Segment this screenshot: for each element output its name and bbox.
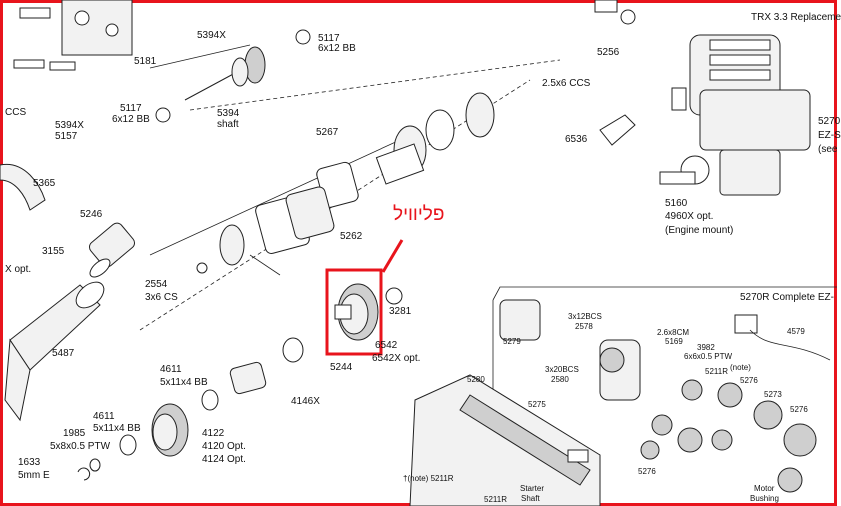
flywheel-highlight-box [325,268,383,356]
label-2554: 2554 [145,279,168,290]
label-5x11x4-a: 5x11x4 BB [160,377,208,388]
label-3x6-cs: 3x6 CS [145,292,178,303]
label-4579: 4579 [787,327,805,336]
label-5244: 5244 [330,362,353,373]
label-5169: 5169 [665,337,683,346]
label-5117-mid: 5117 [120,103,142,114]
label-5394x-top: 5394X [197,30,226,41]
label-shaft: shaft [217,119,239,130]
starter-cover-5280 [409,374,601,506]
label-5273: 5273 [764,390,782,399]
oring-4146x [282,337,304,363]
clutch-4611 [201,361,267,411]
label-5160: 5160 [665,198,688,209]
label-4124-opt: 4124 Opt. [202,454,246,465]
spacer-3281 [385,287,403,305]
header-5365 [0,163,46,211]
label-note-5211r: †(note) 5211R [403,474,454,483]
label-5280: 5280 [467,375,485,384]
label-4120-opt: 4120 Opt. [202,441,246,452]
label-5262: 5262 [340,231,363,242]
label-5365: 5365 [33,178,56,189]
engine-trx33 [659,34,811,196]
label-5157: 5157 [55,131,78,142]
leader-5181 [149,44,251,69]
label-6x6x0-5-ptw: 6x6x0.5 PTW [684,352,733,361]
label-6542x: 6542X opt. [372,353,421,364]
label-5394x-mid: 5394X [55,120,84,131]
label-2-6x8cm: 2.6x8CM [657,328,690,337]
label-6542: 6542 [375,340,398,351]
label-5117-mid-desc: 6x12 BB [112,114,150,125]
label-2580: 2580 [551,375,569,384]
clutch-parts [375,92,495,185]
label-5276-c: 5276 [638,467,656,476]
label-5211r-note: 5211R [705,367,728,376]
label-5267: 5267 [316,127,339,138]
label-5mm-e: 5mm E [18,470,50,481]
label-5117-top-desc: 6x12 BB [318,43,356,54]
label-trx: TRX 3.3 Replaceme [751,12,841,23]
annotation-pointer [381,239,404,273]
label-5181: 5181 [134,56,157,67]
label-5276-a: 5276 [740,376,758,385]
label-5487: 5487 [52,348,75,359]
ez-start-kit-box [492,286,837,506]
shaft-5394 [184,46,266,101]
label-5117-top: 5117 [318,33,340,44]
label-3x12bcs: 3x12BCS [568,312,602,321]
label-6536: 6536 [565,134,588,145]
label-ccs-left: CCS [5,107,27,118]
label-5276-b: 5276 [790,405,808,414]
label-4611-b: 4611 [93,411,115,422]
label-5270: 5270 [818,116,841,127]
exhaust-5487 [4,281,105,422]
label-3155: 3155 [42,246,65,257]
label-3982: 3982 [697,343,715,352]
label-2578: 2578 [575,322,593,331]
label-4146x: 4146X [291,396,320,407]
part-5256 [594,0,636,25]
label-engine-mount: (Engine mount) [665,225,734,236]
label-5394: 5394 [217,108,240,119]
flywheel-collet-2554 [196,224,281,276]
label-1985: 1985 [63,428,86,439]
upper-axis-line [189,59,561,111]
label-starter: Starter [520,484,545,493]
leader-5267 [149,139,401,256]
label-5256: 5256 [597,47,620,58]
label-5246: 5246 [80,209,103,220]
gear-4122 [77,403,189,481]
label-motor: Motor [754,484,775,493]
label-shaft-b: Shaft [521,494,540,503]
label-2-5x6-ccs: 2.5x6 CCS [542,78,591,89]
label-3281: 3281 [389,306,412,317]
coupler-5246 [88,222,136,278]
label-4122: 4122 [202,428,225,439]
bearing-5117-top [295,29,311,45]
bearing-5117-mid [155,107,171,123]
label-1633: 1633 [18,457,41,468]
label-4611-a: 4611 [160,364,182,375]
label-5275: 5275 [528,400,546,409]
part-6536 [599,114,636,146]
label-5x11x4-b: 5x11x4 BB [93,423,141,434]
label-3x20bcs: 3x20BCS [545,365,579,374]
label-5211r-b: 5211R [484,495,507,504]
label-x-opt: X opt. [5,264,32,275]
label-5279: 5279 [503,337,521,346]
hebrew-annotation: פליוויל [393,204,445,225]
label-4960x: 4960X opt. [665,211,714,222]
label-see: (see [818,144,838,155]
label-ez-s: EZ-S [818,130,841,141]
label-5270r: 5270R Complete EZ- [740,292,834,303]
flywheel-6542 [334,283,379,341]
label-bushing: Bushing [750,494,779,503]
label-5x8x0-5-ptw: 5x8x0.5 PTW [50,441,111,452]
label-note: (note) [730,363,751,372]
housing-5181 [13,0,133,71]
spacers-5262 [255,161,359,254]
